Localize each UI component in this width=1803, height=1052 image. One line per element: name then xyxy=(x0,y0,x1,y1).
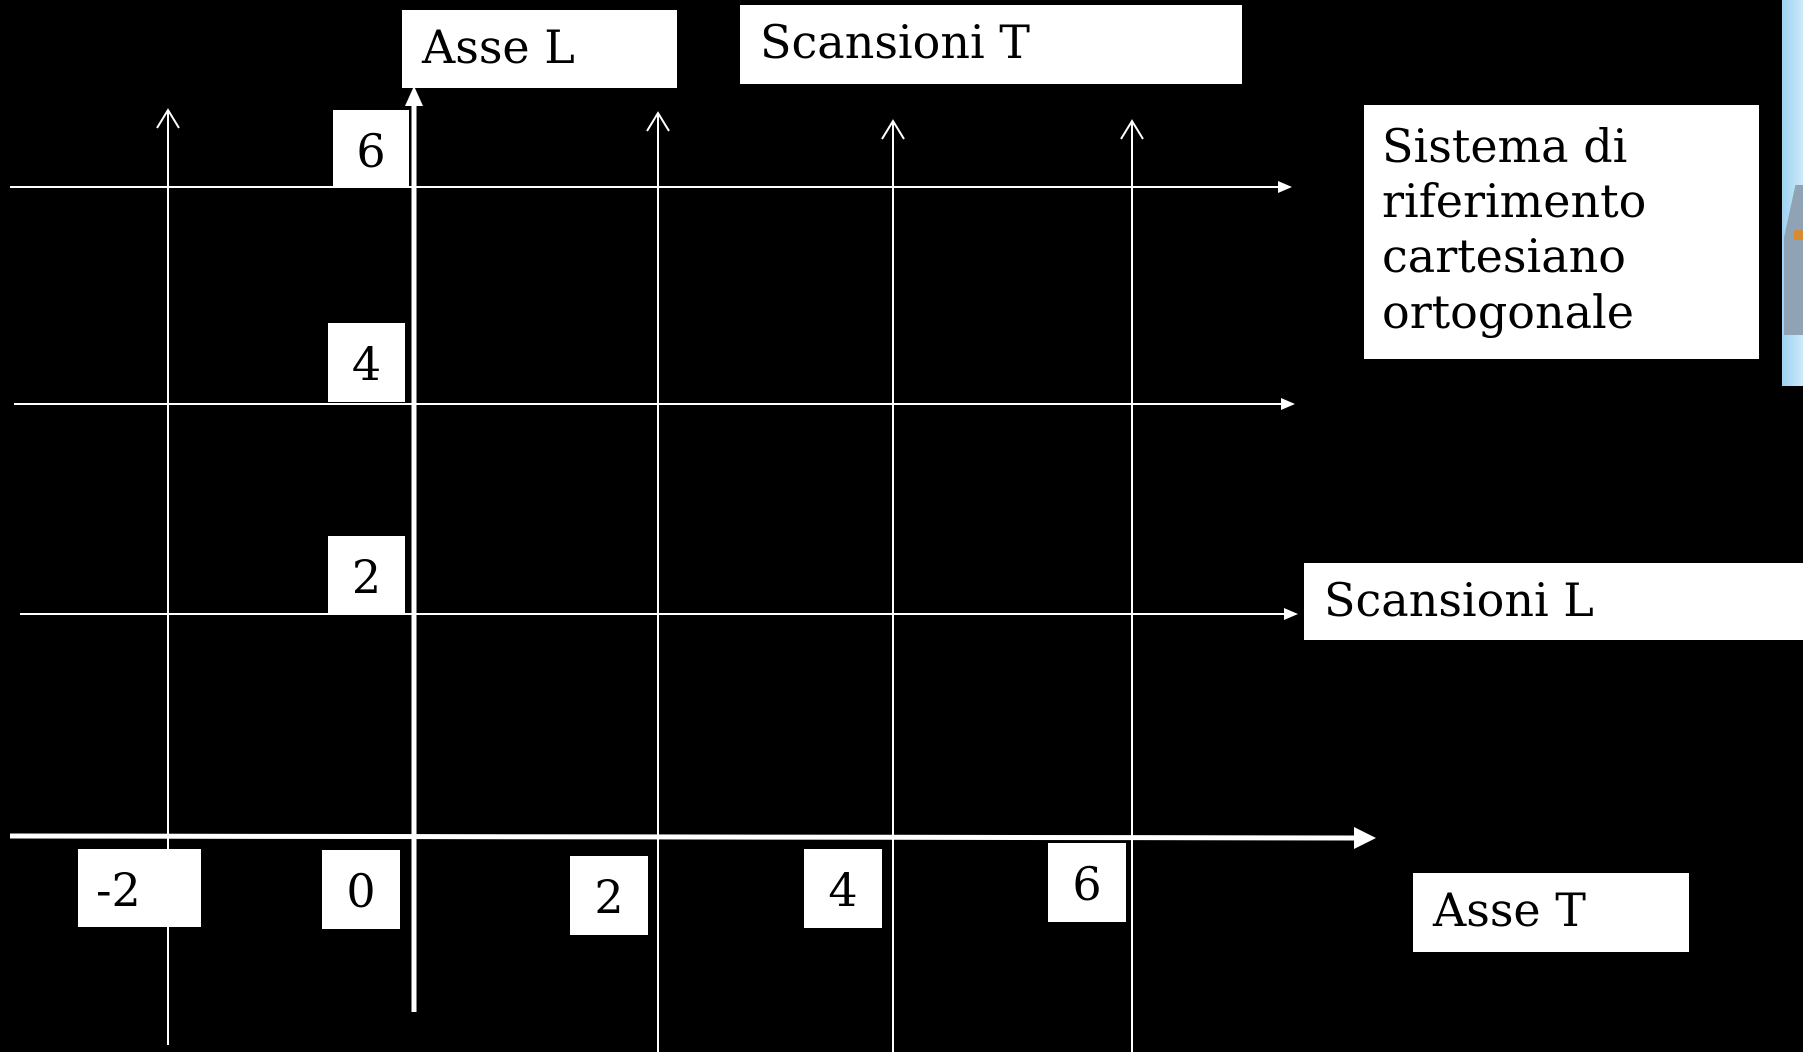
axis-t-label: Asse T xyxy=(1413,873,1689,952)
x-tick-label: 4 xyxy=(804,849,882,928)
arrowhead-icon xyxy=(405,86,423,106)
arrowhead-icon xyxy=(1281,398,1295,410)
scan-t-label: Scansioni T xyxy=(740,5,1242,84)
axis-l-label: Asse L xyxy=(402,10,677,88)
arrowhead-icon xyxy=(1354,827,1376,849)
y-tick-label: 6 xyxy=(333,110,409,187)
x-tick-label: 6 xyxy=(1048,843,1126,922)
scan-l-label: Scansioni L xyxy=(1304,563,1803,640)
arrowhead-icon xyxy=(1278,181,1292,193)
x-tick-label: -2 xyxy=(78,849,201,927)
caption-box: Sistema di riferimento cartesiano ortogo… xyxy=(1364,105,1759,359)
y-tick-label: 2 xyxy=(328,536,405,615)
photo-accent-shape xyxy=(1794,230,1803,240)
arrowhead-icon xyxy=(1284,608,1298,620)
x-tick-label: 2 xyxy=(570,856,648,935)
y-tick-label: 4 xyxy=(328,323,405,402)
x-tick-label: 0 xyxy=(322,850,400,929)
axis-t-line xyxy=(10,836,1356,838)
